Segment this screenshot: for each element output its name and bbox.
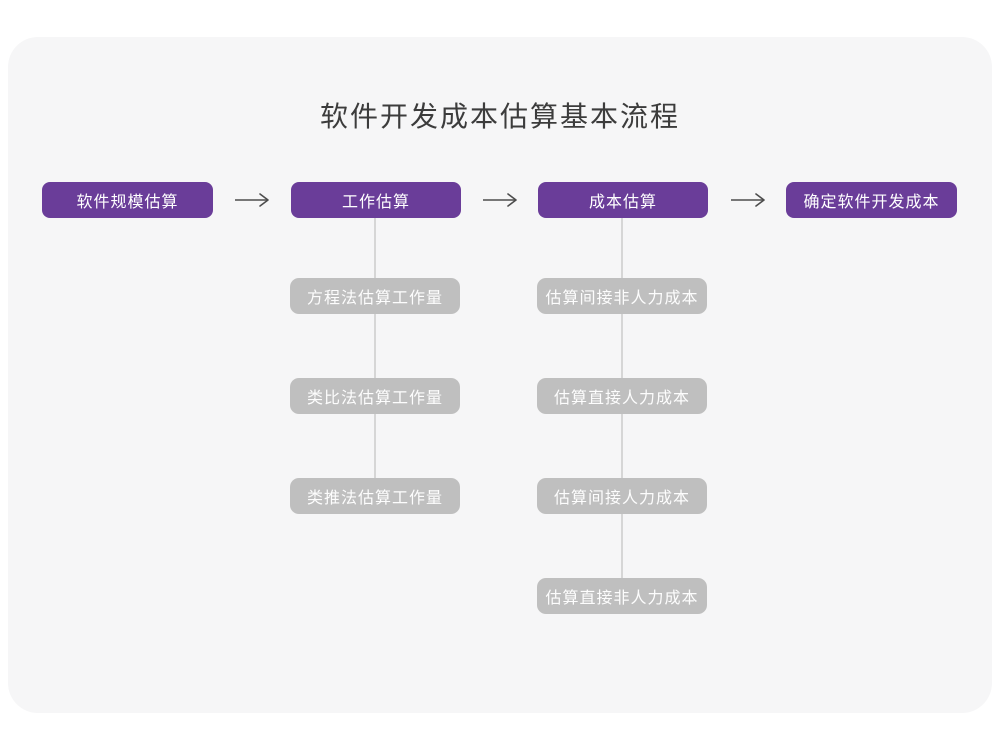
flow-step-cost-estimation: 成本估算 bbox=[538, 182, 708, 218]
flow-step-work-estimation: 工作估算 bbox=[291, 182, 461, 218]
sub-step-analogy-method: 类比法估算工作量 bbox=[290, 378, 460, 414]
sub-step-direct-nonlabor-cost: 估算直接非人力成本 bbox=[537, 578, 707, 614]
sub-step-label: 方程法估算工作量 bbox=[306, 290, 443, 307]
flow-step-label: 工作估算 bbox=[341, 194, 410, 211]
sub-step-label: 类推法估算工作量 bbox=[306, 490, 443, 507]
flow-step-software-size-estimation: 软件规模估算 bbox=[42, 182, 213, 218]
flow-step-determine-development-cost: 确定软件开发成本 bbox=[786, 182, 957, 218]
flow-step-label: 软件规模估算 bbox=[76, 194, 179, 211]
connector-line-work-estimation bbox=[374, 218, 376, 479]
sub-step-equation-method: 方程法估算工作量 bbox=[290, 278, 460, 314]
sub-step-extrapolation-method: 类推法估算工作量 bbox=[290, 478, 460, 514]
sub-step-indirect-labor-cost: 估算间接人力成本 bbox=[537, 478, 707, 514]
page-title: 软件开发成本估算基本流程 bbox=[319, 101, 680, 132]
flow-step-label: 确定软件开发成本 bbox=[803, 194, 940, 211]
sub-step-label: 估算直接非人力成本 bbox=[545, 590, 699, 607]
sub-step-label: 类比法估算工作量 bbox=[306, 390, 443, 407]
sub-step-label: 估算间接人力成本 bbox=[553, 490, 690, 507]
sub-step-label: 估算直接人力成本 bbox=[553, 390, 690, 407]
sub-step-direct-labor-cost: 估算直接人力成本 bbox=[537, 378, 707, 414]
right-arrow-icon bbox=[483, 193, 517, 207]
flow-step-label: 成本估算 bbox=[588, 194, 657, 211]
right-arrow-icon bbox=[731, 193, 765, 207]
flowchart-card: 软件开发成本估算基本流程 软件规模估算 工作估算 成本估算 确定软件开发成本 方… bbox=[8, 37, 992, 713]
sub-step-indirect-nonlabor-cost: 估算间接非人力成本 bbox=[537, 278, 707, 314]
sub-step-label: 估算间接非人力成本 bbox=[545, 290, 699, 307]
right-arrow-icon bbox=[235, 193, 269, 207]
